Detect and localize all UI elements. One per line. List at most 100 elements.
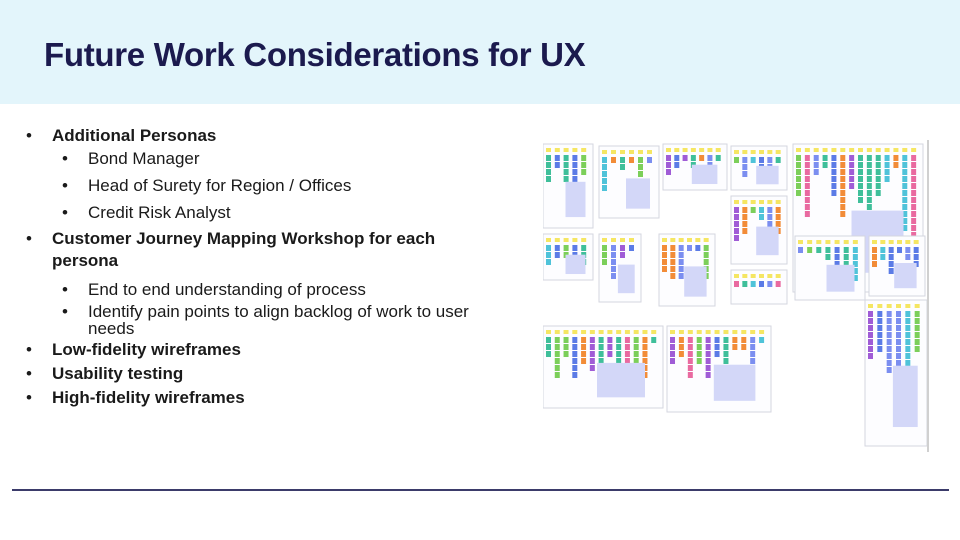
sticky-note — [905, 325, 911, 331]
sticky-note — [734, 274, 739, 278]
sticky-note — [598, 351, 604, 357]
sticky-note — [554, 252, 560, 258]
sticky-note — [866, 148, 872, 152]
sticky-note — [554, 155, 560, 161]
sticky-note — [742, 150, 748, 154]
sticky-note — [897, 247, 902, 253]
sticky-note — [840, 155, 846, 161]
sticky-note — [866, 162, 872, 168]
sticky-note — [546, 238, 551, 242]
sticky-note — [831, 169, 837, 175]
sticky-note — [905, 332, 911, 338]
sticky-note — [687, 358, 693, 364]
sticky-note — [796, 155, 801, 161]
sticky-note — [804, 169, 810, 175]
sticky-note — [896, 325, 901, 331]
sticky-note — [633, 351, 639, 357]
sticky-note — [581, 155, 587, 161]
sticky-note — [742, 228, 748, 234]
sticky-note — [670, 266, 676, 272]
sticky-note — [741, 330, 747, 334]
board-panel — [565, 181, 586, 218]
sticky-note — [849, 183, 855, 189]
sticky-note — [840, 148, 846, 152]
sticky-note — [813, 155, 819, 161]
sticky-note — [896, 346, 901, 352]
sticky-note — [825, 254, 831, 260]
sticky-note — [902, 190, 908, 196]
sticky-note — [905, 360, 911, 366]
sticky-note — [572, 351, 578, 357]
bullet-label: Additional Personas — [52, 126, 217, 145]
sticky-note — [678, 252, 684, 258]
sticky-note — [896, 304, 901, 308]
sticky-note — [822, 162, 828, 168]
sticky-note — [572, 245, 578, 251]
sticky-note — [911, 169, 917, 175]
sticky-note — [624, 337, 630, 343]
sticky-note — [858, 162, 863, 168]
sticky-note — [849, 169, 855, 175]
sticky-note — [546, 252, 551, 258]
sticky-note — [911, 155, 917, 161]
sticky-note — [734, 207, 739, 213]
sticky-note — [670, 273, 676, 279]
sticky-note — [905, 353, 911, 359]
board-panel — [713, 364, 756, 401]
sticky-note — [804, 176, 810, 182]
sticky-note-board — [543, 140, 929, 452]
sticky-note — [563, 162, 569, 168]
sticky-note — [602, 245, 607, 251]
sticky-note — [775, 207, 781, 213]
sticky-note — [546, 344, 551, 350]
sticky-note — [705, 337, 711, 343]
sticky-note — [581, 162, 587, 168]
sticky-note — [796, 176, 801, 182]
sticky-note — [911, 148, 917, 152]
bullet-label: Usability testing — [52, 364, 184, 383]
sticky-note — [759, 150, 764, 154]
sticky-note — [886, 318, 892, 324]
sticky-note — [638, 164, 643, 170]
sticky-note — [813, 162, 819, 168]
sticky-note — [602, 178, 607, 184]
sticky-note — [572, 330, 578, 334]
sticky-note — [804, 190, 810, 196]
sticky-note — [902, 169, 908, 175]
sticky-note — [742, 207, 748, 213]
sticky-note — [682, 155, 688, 161]
sticky-note — [554, 372, 560, 378]
sticky-note — [611, 238, 616, 242]
sticky-note — [554, 148, 560, 152]
sticky-note — [714, 351, 720, 357]
sticky-note — [572, 162, 578, 168]
sticky-note — [690, 148, 696, 152]
sticky-note — [831, 162, 837, 168]
sticky-note — [670, 259, 676, 265]
sticky-note — [638, 157, 643, 163]
sticky-note — [886, 304, 892, 308]
sticky-note — [633, 358, 639, 364]
sticky-note — [607, 330, 613, 334]
sticky-note — [563, 344, 569, 350]
sticky-note — [715, 148, 721, 152]
sticky-note — [880, 240, 886, 244]
sticky-note — [678, 344, 684, 350]
sticky-note — [831, 176, 837, 182]
sticky-note — [759, 200, 764, 204]
sticky-note — [902, 183, 908, 189]
sticky-note — [834, 240, 840, 244]
sticky-note — [572, 155, 578, 161]
sticky-note — [732, 344, 738, 350]
footer-divider — [12, 489, 949, 491]
sticky-note — [911, 225, 917, 231]
sticky-note — [858, 183, 863, 189]
sticky-note — [690, 155, 696, 161]
sticky-note — [759, 207, 764, 213]
sticky-note — [611, 266, 616, 272]
sticky-note — [666, 169, 671, 175]
sticky-note — [670, 252, 676, 258]
sticky-note — [840, 176, 846, 182]
sticky-note — [687, 351, 693, 357]
sticky-note — [572, 238, 578, 242]
